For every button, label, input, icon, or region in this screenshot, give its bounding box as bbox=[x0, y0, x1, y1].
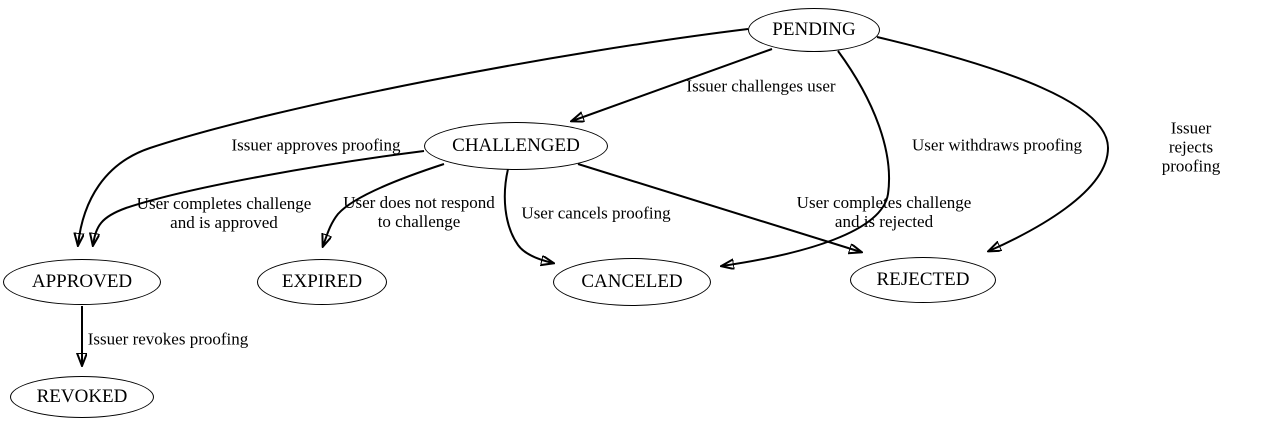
node-revoked-label: REVOKED bbox=[36, 386, 128, 407]
edge-label-issuer-rejects-proofing: Issuer rejects proofing bbox=[1161, 118, 1221, 176]
edge-label-user-does-not-respond: User does not respond to challenge bbox=[343, 193, 495, 231]
edge-pending-to-rejected bbox=[876, 36, 1110, 251]
node-pending-label: PENDING bbox=[772, 19, 856, 40]
edge-challenged-to-approved bbox=[93, 150, 425, 245]
node-approved-label: APPROVED bbox=[31, 271, 133, 292]
node-approved: APPROVED bbox=[3, 259, 161, 305]
edge-pending-to-challenged bbox=[572, 48, 773, 121]
node-canceled-label: CANCELED bbox=[581, 271, 683, 292]
node-rejected: REJECTED bbox=[850, 257, 996, 303]
node-pending: PENDING bbox=[748, 8, 880, 52]
node-revoked: REVOKED bbox=[10, 376, 154, 418]
edge-label-issuer-revokes-proofing: Issuer revokes proofing bbox=[87, 329, 249, 349]
edge-challenged-to-expired bbox=[323, 163, 445, 246]
edge-challenged-to-rejected bbox=[577, 163, 861, 252]
node-expired-label: EXPIRED bbox=[281, 271, 363, 292]
edge-pending-to-canceled bbox=[722, 50, 890, 266]
edge-pending-to-approved bbox=[78, 28, 749, 245]
edge-label-issuer-challenges-user: Issuer challenges user bbox=[686, 76, 836, 96]
node-challenged-label: CHALLENGED bbox=[452, 135, 580, 156]
edge-label-user-completes-challenge-approved: User completes challenge and is approved bbox=[136, 194, 312, 232]
edge-label-user-cancels-proofing: User cancels proofing bbox=[521, 203, 671, 223]
node-canceled: CANCELED bbox=[553, 258, 711, 306]
edge-challenged-to-canceled bbox=[503, 168, 553, 263]
edge-label-issuer-approves-proofing: Issuer approves proofing bbox=[231, 135, 401, 155]
node-expired: EXPIRED bbox=[257, 259, 387, 305]
node-challenged: CHALLENGED bbox=[424, 122, 608, 170]
edge-label-user-completes-challenge-rejected: User completes challenge and is rejected bbox=[796, 193, 972, 231]
node-rejected-label: REJECTED bbox=[876, 269, 970, 290]
edge-label-user-withdraws-proofing: User withdraws proofing bbox=[912, 135, 1082, 155]
